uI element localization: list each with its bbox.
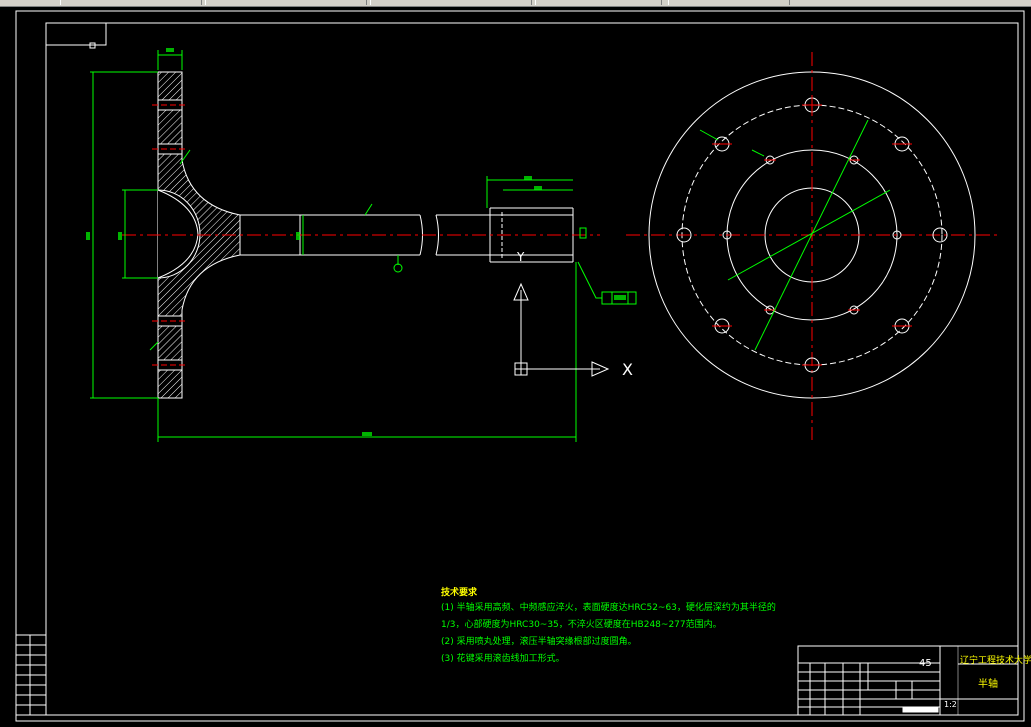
tech-requirements-title: 技术要求 xyxy=(441,588,478,598)
ucs-axis-icon xyxy=(513,282,610,377)
scale-label: 1:2 xyxy=(944,700,957,709)
toolbar-segment[interactable] xyxy=(205,0,367,5)
x-axis-label: X xyxy=(622,360,633,379)
y-axis-label: Y xyxy=(517,250,525,264)
title-block xyxy=(797,645,1019,716)
toolbar-segment[interactable] xyxy=(535,0,662,5)
tech-requirement-line: (3) 花键采用滚齿线加工形式。 xyxy=(441,654,565,664)
material-label: 45 xyxy=(919,658,932,669)
tech-requirement-line: (2) 采用喷丸处理，滚压半轴突缘根部过度圆角。 xyxy=(441,637,637,647)
toolbar-segment[interactable] xyxy=(60,0,202,5)
toolbar-segment[interactable] xyxy=(668,0,790,5)
revision-table xyxy=(15,634,47,716)
inner-border xyxy=(45,22,1019,716)
ucs-marker-small xyxy=(89,42,96,49)
tech-requirement-line: 1/3，心部硬度为HRC30~35，不淬火区硬度在HB248~277范围内。 xyxy=(441,620,722,630)
shaft-side-view xyxy=(86,48,637,442)
outer-border xyxy=(15,10,1025,722)
school-name: 辽宁工程技术大学 xyxy=(960,656,1031,666)
corner-box xyxy=(46,23,107,46)
part-name: 半轴 xyxy=(978,679,998,690)
cad-drawing-canvas[interactable] xyxy=(0,6,1031,727)
flange-end-view xyxy=(626,52,998,440)
tech-requirement-line: (1) 半轴采用高频、中频感应淬火，表面硬度达HRC52~63，硬化层深约为其半… xyxy=(441,603,776,613)
toolbar-segment[interactable] xyxy=(370,0,532,5)
window-toolbar-strip xyxy=(0,0,1031,7)
